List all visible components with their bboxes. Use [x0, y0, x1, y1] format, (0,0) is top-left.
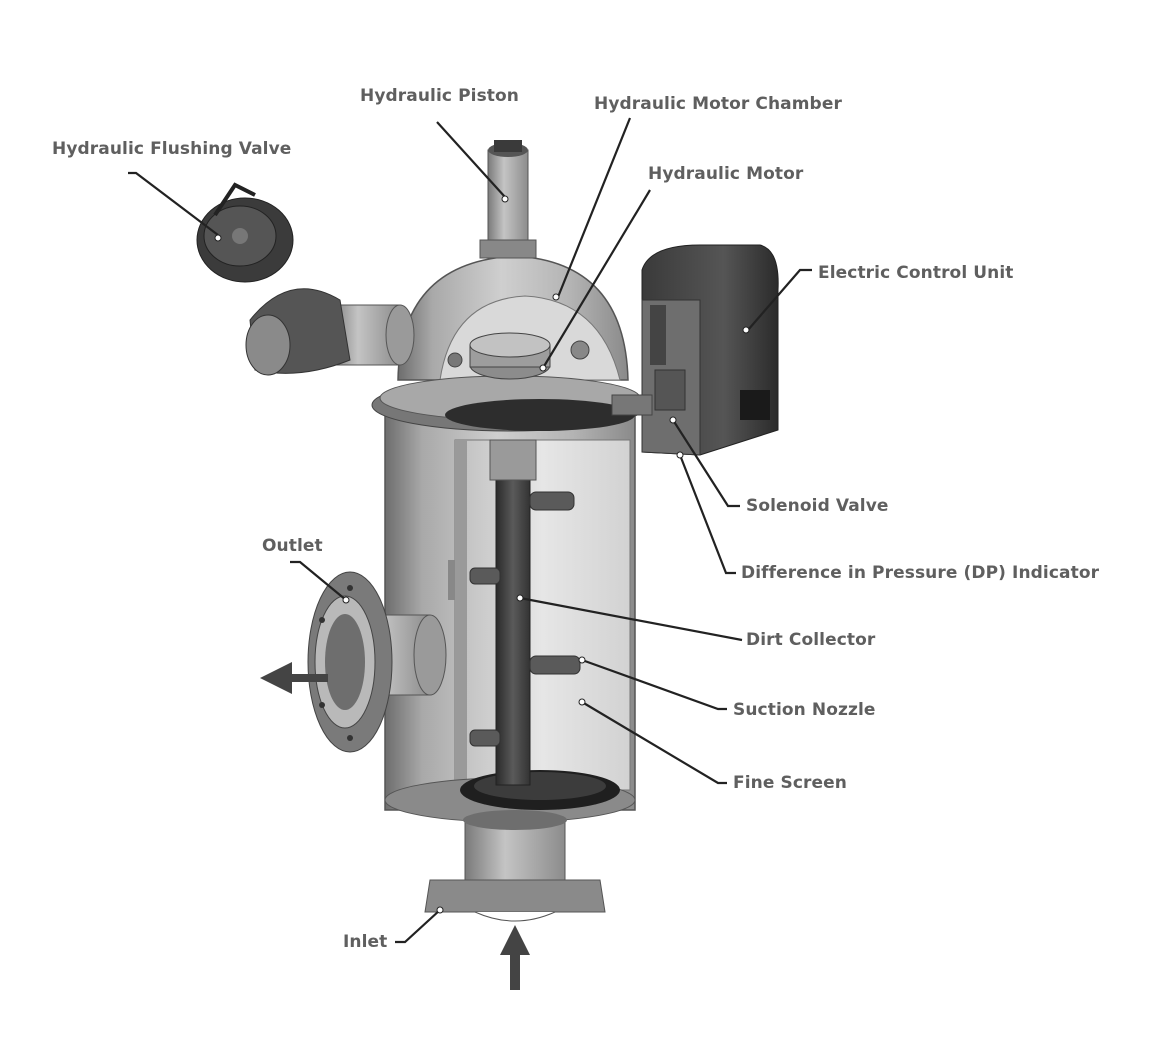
label-hydraulic-piston: Hydraulic Piston: [360, 86, 519, 106]
leader-motor-chamber: [558, 118, 630, 297]
flushing-valve: [197, 185, 414, 375]
label-dirt-collector: Dirt Collector: [746, 630, 875, 650]
label-hydraulic-motor-chamber: Hydraulic Motor Chamber: [594, 94, 842, 114]
label-electric-control-unit: Electric Control Unit: [818, 263, 1014, 283]
label-inlet: Inlet: [343, 932, 387, 952]
inlet-pipe: [425, 810, 605, 921]
label-dp-indicator: Difference in Pressure (DP) Indicator: [741, 563, 1099, 583]
label-hydraulic-motor: Hydraulic Motor: [648, 164, 803, 184]
label-hydraulic-flushing-valve: Hydraulic Flushing Valve: [52, 139, 291, 159]
label-outlet: Outlet: [262, 536, 323, 556]
label-suction-nozzle: Suction Nozzle: [733, 700, 876, 720]
inlet-arrow: [500, 925, 530, 990]
leader-inlet: [395, 910, 440, 942]
leader-flushing-valve: [128, 173, 218, 235]
label-fine-screen: Fine Screen: [733, 773, 847, 793]
control-unit: [612, 245, 778, 455]
label-solenoid-valve: Solenoid Valve: [746, 496, 889, 516]
